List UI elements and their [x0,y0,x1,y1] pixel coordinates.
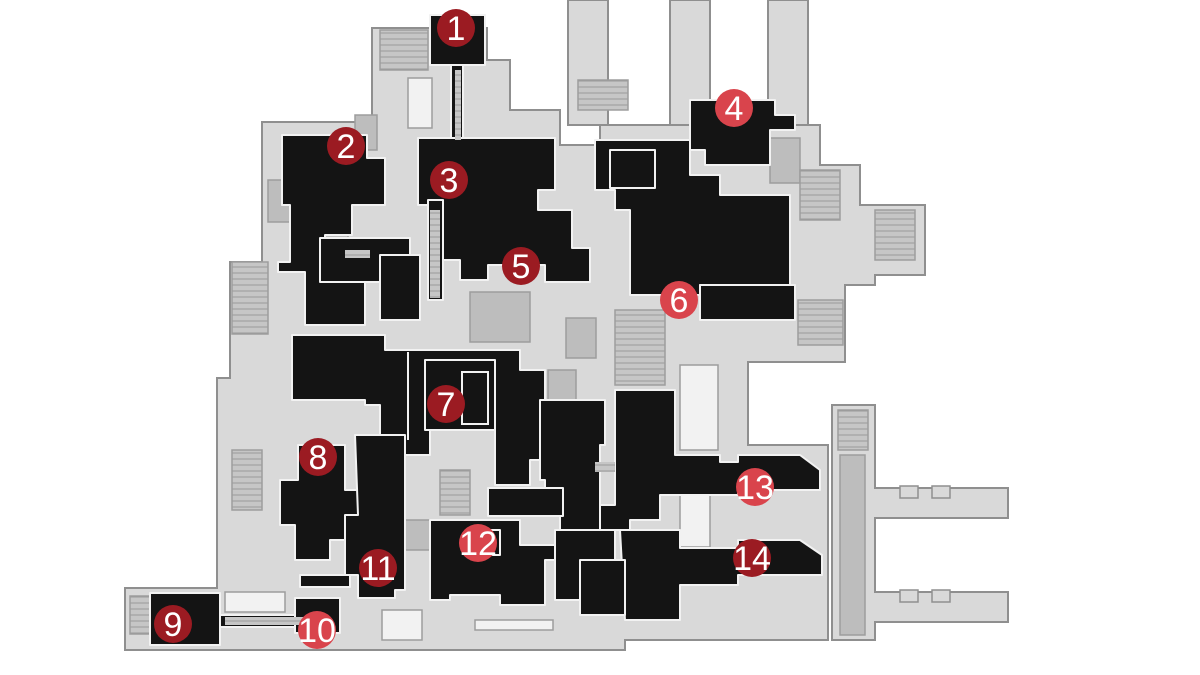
map-marker-14: 14 [733,539,771,578]
marker-circle [427,385,465,423]
map-marker-4: 4 [715,89,753,128]
marker-circle [715,89,753,127]
map-marker-8: 8 [299,438,337,477]
marker-label: 4 [725,90,744,128]
marker-circle [459,524,497,562]
map-marker-2: 2 [327,127,365,166]
marker-circle [298,611,336,649]
marker-label: 9 [164,606,183,644]
marker-label: 14 [733,540,771,578]
marker-label: 2 [337,128,356,166]
map-marker-13: 13 [736,468,774,507]
marker-label: 1 [447,10,466,48]
map-marker-1: 1 [437,9,475,48]
marker-circle [299,438,337,476]
map-marker-3: 3 [430,161,468,200]
marker-label: 13 [736,469,774,507]
marker-label: 11 [360,550,395,588]
marker-circle [736,468,774,506]
marker-label: 8 [309,439,328,477]
marker-label: 12 [459,525,497,563]
marker-circle [437,9,475,47]
marker-label: 3 [440,162,459,200]
marker-circle [660,281,698,319]
map-marker-5: 5 [502,247,540,286]
map-marker-6: 6 [660,281,698,320]
marker-label: 6 [670,282,689,320]
marker-circle [733,539,771,577]
dark-area [149,14,823,646]
marker-circle [359,549,397,587]
map-marker-9: 9 [154,605,192,644]
map-marker-12: 12 [459,524,497,563]
stair-details [225,70,615,625]
marker-circle [502,247,540,285]
marker-label: 5 [512,248,531,286]
walkway-details [899,485,951,603]
marker-label: 7 [437,386,456,424]
map-marker-11: 11 [359,549,397,588]
marker-label: 10 [298,612,336,650]
map-marker-10: 10 [298,611,336,650]
marker-circle [154,605,192,643]
map-marker-7: 7 [427,385,465,424]
marker-circle [430,161,468,199]
marker-circle [327,127,365,165]
